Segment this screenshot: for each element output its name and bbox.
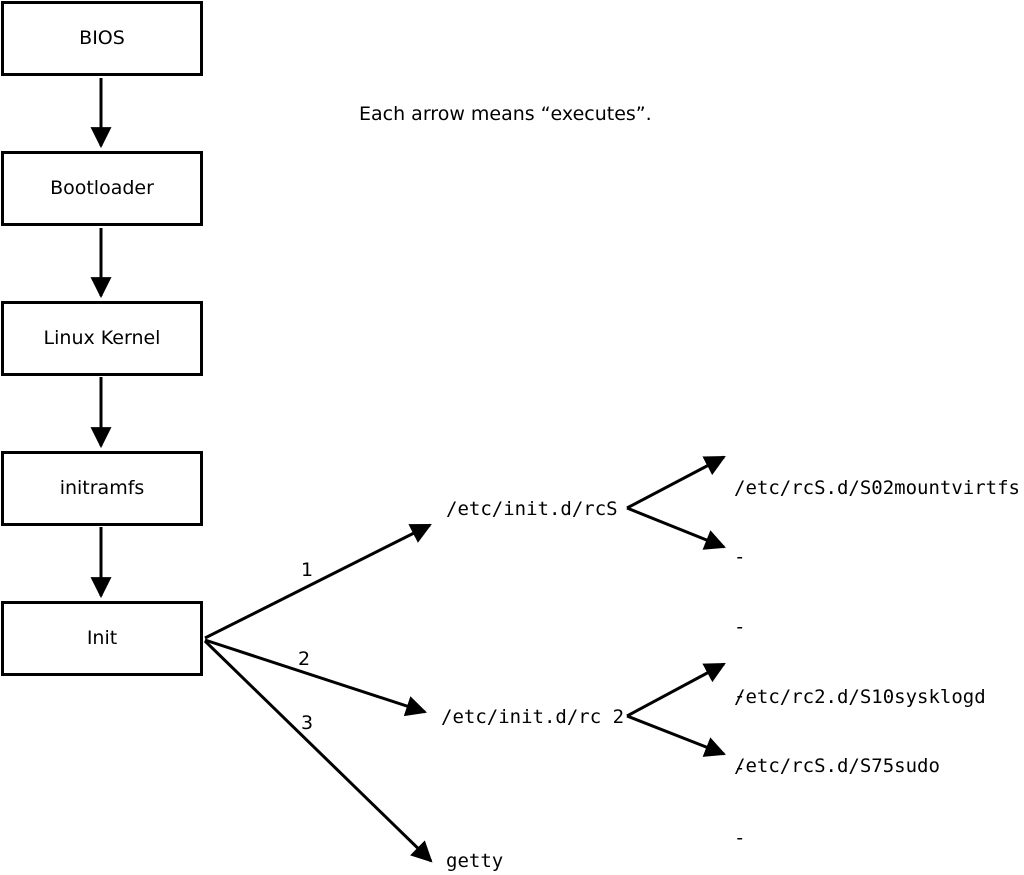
arrow-rc2-to-last-script bbox=[626, 714, 726, 757]
branch-order-3: 3 bbox=[301, 712, 314, 734]
rc2-script-item: - bbox=[734, 756, 746, 779]
rc2-script-item: /etc/rc2.d/S10sysklogd bbox=[734, 686, 986, 708]
target-rc2: /etc/init.d/rc 2 bbox=[441, 706, 625, 728]
arrow-rcs-to-first-script bbox=[626, 455, 726, 510]
box-linux-kernel-label: Linux Kernel bbox=[43, 327, 161, 349]
box-initramfs-label: initramfs bbox=[59, 477, 145, 499]
target-getty: getty bbox=[446, 850, 504, 872]
rcs-script-item: - bbox=[734, 615, 746, 638]
branch-order-1: 1 bbox=[301, 559, 314, 581]
rcs-script-list: /etc/rcS.d/S02mountvirtfs - - - /etc/rcS… bbox=[734, 432, 1020, 823]
rc2-script-list: /etc/rc2.d/S10sysklogd - - - /etc/rc2.d/… bbox=[734, 640, 986, 875]
rcs-script-item: /etc/rcS.d/S75sudo bbox=[734, 754, 940, 777]
box-linux-kernel: Linux Kernel bbox=[1, 301, 203, 376]
arrow-init-to-rc2 bbox=[204, 638, 427, 717]
arrow-rcs-to-last-script bbox=[626, 506, 726, 550]
box-bios-label: BIOS bbox=[79, 27, 125, 49]
box-bios: BIOS bbox=[1, 1, 203, 76]
legend-note: Each arrow means “executes”. bbox=[359, 103, 652, 125]
arrow-rc2-to-first-script bbox=[626, 662, 726, 718]
rcs-script-item: - bbox=[734, 546, 746, 569]
rcs-script-item: - bbox=[734, 685, 746, 708]
target-rcs: /etc/init.d/rcS bbox=[446, 498, 618, 520]
box-init-label: Init bbox=[86, 627, 118, 649]
box-initramfs: initramfs bbox=[1, 451, 203, 526]
arrow-init-to-rcs bbox=[204, 523, 432, 640]
rc2-script-item: - bbox=[734, 827, 746, 849]
box-bootloader-label: Bootloader bbox=[50, 177, 154, 199]
branch-order-2: 2 bbox=[298, 648, 311, 670]
box-bootloader: Bootloader bbox=[1, 151, 203, 226]
box-init: Init bbox=[1, 601, 203, 676]
rcs-script-item: /etc/rcS.d/S02mountvirtfs bbox=[734, 477, 1020, 499]
arrow-init-to-getty bbox=[203, 639, 433, 863]
